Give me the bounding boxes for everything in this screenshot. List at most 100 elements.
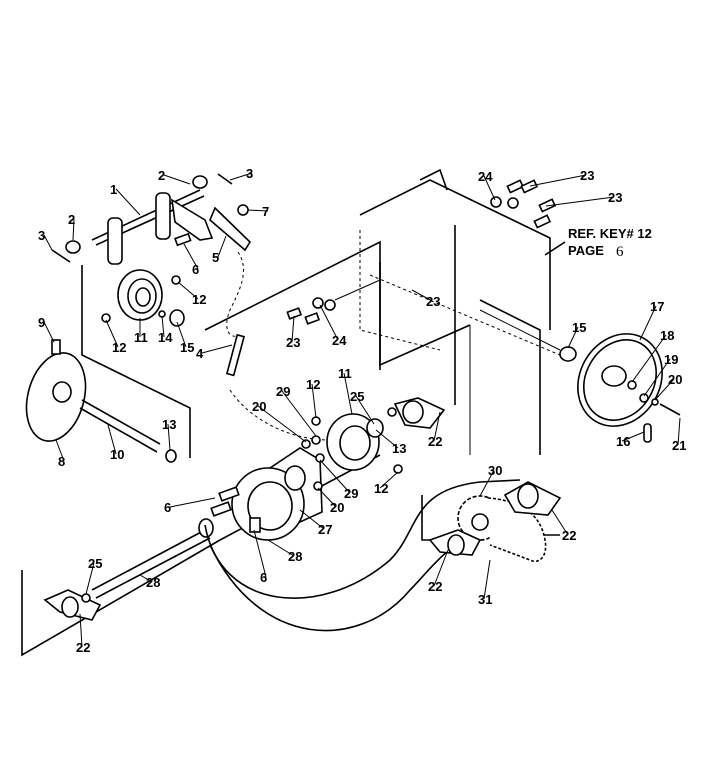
leader-line	[253, 529, 267, 578]
callout-4: 4	[196, 346, 204, 361]
leader-line	[169, 497, 216, 508]
callout-12: 12	[192, 292, 206, 307]
leader-line	[72, 218, 75, 241]
reference-note: REF. KEY# 12 PAGE 6	[544, 226, 652, 260]
callout-28: 28	[146, 575, 160, 590]
callout-20: 20	[330, 500, 344, 515]
ref-page-text: PAGE	[568, 243, 604, 258]
callout-20: 20	[668, 372, 682, 387]
callout-28: 28	[288, 549, 302, 564]
leader-line	[115, 188, 141, 216]
callout-25: 25	[350, 389, 364, 404]
callout-22: 22	[76, 640, 90, 655]
callout-2: 2	[158, 168, 165, 183]
callout-17: 17	[650, 299, 664, 314]
callout-15: 15	[572, 320, 586, 335]
leader-line	[79, 613, 83, 648]
leader-line	[433, 411, 441, 442]
callout-31: 31	[478, 592, 492, 607]
clutch-assembly	[210, 389, 446, 541]
callout-29: 29	[344, 486, 358, 501]
leader-line	[163, 174, 191, 185]
callout-5: 5	[212, 250, 219, 265]
leader-line	[639, 305, 657, 341]
leader-line	[379, 471, 399, 489]
callout-24: 24	[332, 333, 347, 348]
leader-line	[267, 539, 295, 557]
leader-line	[43, 321, 55, 343]
callout-8: 8	[58, 454, 65, 469]
callout-23: 23	[608, 190, 622, 205]
callout-20: 20	[252, 399, 266, 414]
callout-11: 11	[134, 330, 148, 345]
callout-1: 1	[110, 182, 117, 197]
shift-linkage	[51, 173, 252, 377]
leader-line	[567, 326, 579, 349]
callout-19: 19	[664, 352, 678, 367]
callout-3: 3	[38, 228, 45, 243]
leader-line	[551, 509, 569, 536]
leader-line	[183, 243, 199, 270]
leader-line	[654, 378, 675, 401]
callout-6: 6	[260, 570, 267, 585]
leader-line	[631, 334, 667, 383]
callout-7: 7	[262, 204, 269, 219]
ref-page-number: 6	[616, 244, 624, 260]
sprocket-chain	[428, 481, 562, 562]
callout-21: 21	[672, 438, 686, 453]
callout-24: 24	[478, 169, 493, 184]
callout-3: 3	[246, 166, 253, 181]
callout-10: 10	[110, 447, 124, 462]
leader-line	[55, 439, 65, 462]
leader-line	[139, 574, 153, 583]
lower-shaft	[43, 518, 214, 621]
callout-15: 15	[180, 340, 194, 355]
callout-6: 6	[164, 500, 171, 515]
callout-11: 11	[338, 366, 352, 381]
callout-25: 25	[88, 556, 102, 571]
callout-22: 22	[562, 528, 576, 543]
callout-14: 14	[158, 330, 173, 345]
leader-line	[311, 383, 317, 419]
leader-line	[217, 235, 227, 258]
leader-line	[281, 390, 317, 437]
leader-line	[105, 319, 119, 348]
leader-line	[161, 315, 165, 338]
leader-line	[167, 423, 171, 451]
leader-line	[643, 358, 671, 397]
leader-line	[257, 405, 307, 443]
frame-outlines	[21, 168, 561, 657]
leader-line	[201, 344, 233, 354]
leader-line	[483, 175, 496, 201]
callout-23: 23	[426, 294, 440, 309]
callout-12: 12	[374, 481, 388, 496]
callout-27: 27	[318, 522, 332, 537]
callout-13: 13	[162, 417, 176, 432]
leader-line	[529, 174, 587, 187]
callout-13: 13	[392, 441, 406, 456]
leader-line	[176, 321, 187, 348]
leader-line	[319, 304, 339, 341]
leader-line	[229, 172, 253, 181]
leader-line	[355, 395, 375, 425]
callout-18: 18	[660, 328, 674, 343]
leader-line	[411, 289, 433, 302]
leader-line	[677, 417, 681, 446]
drive-wheel-right	[479, 309, 681, 443]
callout-22: 22	[428, 434, 442, 449]
leader-line	[247, 209, 269, 212]
callout-6: 6	[192, 262, 199, 277]
leader-line	[299, 509, 325, 530]
callout-23: 23	[580, 168, 594, 183]
leader-line	[343, 372, 353, 415]
callout-16: 16	[616, 434, 630, 449]
leader-line	[375, 429, 399, 449]
callout-2: 2	[68, 212, 75, 227]
leader-line	[317, 487, 337, 508]
drive-disc	[25, 339, 177, 463]
leader-line	[43, 234, 53, 251]
leader-lines	[43, 172, 681, 648]
callout-30: 30	[488, 463, 502, 478]
